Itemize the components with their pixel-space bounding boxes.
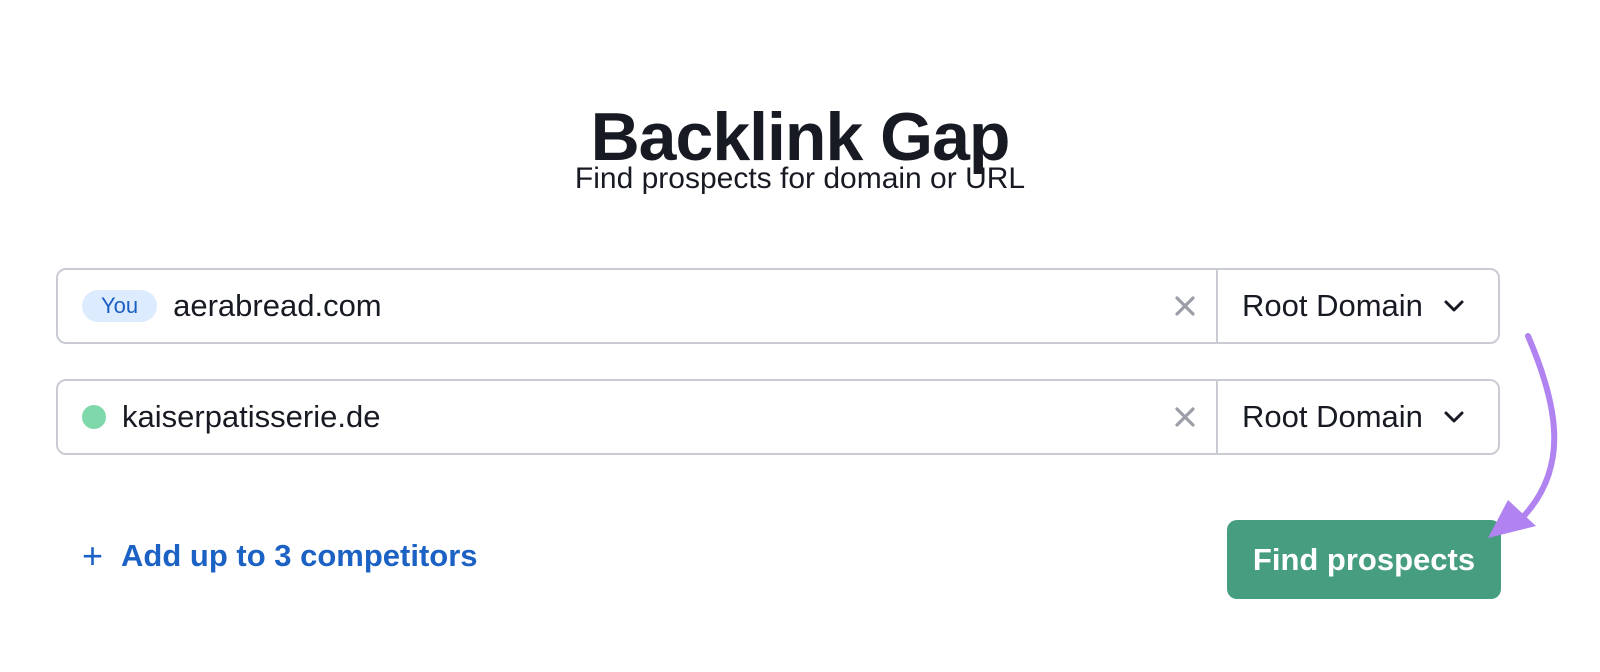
domain-row-you: You aerabread.com Root Domain	[56, 268, 1500, 344]
page-subtitle: Find prospects for domain or URL	[574, 162, 1026, 195]
domain-input-you[interactable]: You aerabread.com	[58, 270, 1216, 342]
domain-input-competitor[interactable]: kaiserpatisserie.de	[58, 381, 1216, 453]
scope-select[interactable]: Root Domain	[1216, 270, 1498, 342]
domain-value[interactable]: kaiserpatisserie.de	[122, 399, 381, 434]
competitor-color-dot	[82, 405, 106, 429]
domain-value[interactable]: aerabread.com	[173, 288, 382, 323]
page-title: Backlink Gap	[590, 98, 1011, 175]
add-competitors-link[interactable]: + Add up to 3 competitors	[82, 538, 478, 574]
find-prospects-button[interactable]: Find prospects	[1227, 520, 1501, 599]
domain-row-competitor: kaiserpatisserie.de Root Domain	[56, 379, 1500, 455]
close-icon[interactable]	[1172, 404, 1198, 430]
add-competitors-label: Add up to 3 competitors	[121, 538, 478, 573]
you-badge: You	[82, 290, 158, 322]
scope-select-label: Root Domain	[1242, 399, 1423, 434]
scope-select[interactable]: Root Domain	[1216, 381, 1498, 453]
chevron-down-icon	[1444, 411, 1464, 423]
chevron-down-icon	[1444, 300, 1464, 312]
close-icon[interactable]	[1172, 293, 1198, 319]
plus-icon: +	[82, 535, 104, 576]
scope-select-label: Root Domain	[1242, 288, 1423, 323]
